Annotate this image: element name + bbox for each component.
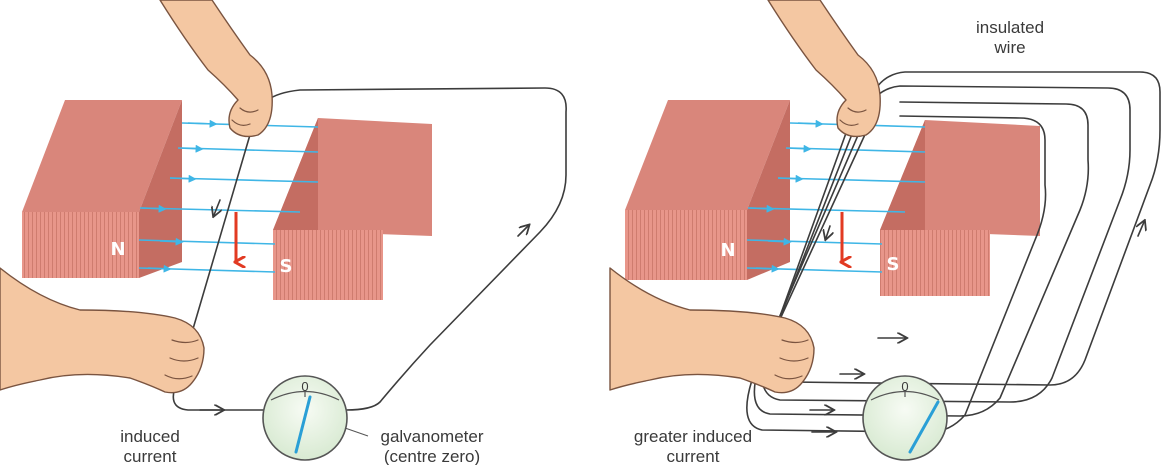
field-arrowhead — [778, 178, 802, 179]
wire-arrow — [518, 226, 528, 236]
field-arrowhead — [768, 241, 790, 242]
south-pole-label: S — [887, 254, 900, 275]
field-line — [182, 148, 318, 152]
lower-hand — [0, 268, 204, 393]
figure-single-wire: N S — [0, 0, 566, 465]
south-magnet: S — [880, 120, 1040, 296]
figure-coiled-wire: N S — [610, 0, 1160, 465]
field-arrowhead — [188, 123, 216, 124]
greater-current-label-line1: greater induced — [634, 427, 752, 446]
field-arrowhead — [750, 208, 773, 209]
meter-zero-label: 0 — [901, 379, 908, 394]
induced-current-label-line2: current — [124, 447, 177, 465]
field-arrowhead — [170, 178, 195, 179]
field-arrowhead — [786, 148, 810, 149]
lower-hand — [610, 268, 814, 393]
greater-current-label-line2: current — [667, 447, 720, 465]
south-pole-label: S — [280, 256, 293, 277]
field-arrowhead — [142, 208, 165, 209]
field-arrowhead — [148, 268, 170, 269]
meter-leader-line — [345, 428, 368, 436]
insulated-wire-label-line1: insulated — [976, 18, 1044, 37]
coil-arrow — [826, 226, 830, 238]
meter-zero-label: 0 — [301, 379, 308, 394]
galvanometer-label-line1: galvanometer — [380, 427, 483, 446]
north-magnet: N — [22, 100, 182, 278]
wire-arrow — [214, 200, 220, 215]
galvanometer-label-line2: (centre zero) — [384, 447, 480, 465]
north-magnet: N — [625, 100, 790, 280]
galvanometer: 0 — [863, 376, 947, 460]
field-arrowhead — [756, 268, 778, 269]
galvanometer: 0 — [263, 376, 347, 460]
field-arrowhead — [798, 123, 822, 124]
field-arrowhead — [178, 148, 202, 149]
north-pole-label: N — [720, 240, 735, 261]
north-pole-label: N — [110, 239, 125, 260]
coil-arrow — [1138, 222, 1144, 236]
south-magnet: S — [273, 118, 432, 300]
field-arrowhead — [160, 241, 182, 242]
induced-current-label-line1: induced — [120, 427, 180, 446]
insulated-wire-label-line2: wire — [993, 38, 1025, 57]
